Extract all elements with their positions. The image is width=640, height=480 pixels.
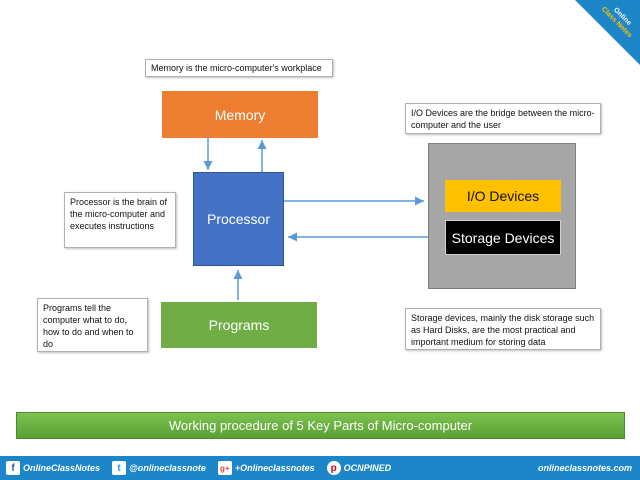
storage-devices-label: Storage Devices: [451, 229, 555, 246]
storage-devices-block: Storage Devices: [445, 220, 561, 255]
io-note: I/O Devices are the bridge between the m…: [405, 103, 601, 134]
devices-group: [428, 143, 576, 289]
programs-label: Programs: [208, 317, 270, 333]
memory-label: Memory: [214, 106, 266, 123]
twitter-icon: t: [112, 461, 127, 475]
footer-facebook[interactable]: f OnlineClassNotes: [6, 461, 100, 475]
footer-pinterest-label: OCNPINED: [343, 463, 392, 473]
footer-site-link[interactable]: onlineclassnotes.com: [537, 463, 632, 473]
pinterest-icon: p: [326, 461, 341, 475]
footer-googleplus-label: +Onlineclassnotes: [234, 463, 315, 473]
processor-note: Processor is the brain of the micro-comp…: [64, 192, 176, 248]
processor-label: Processor: [206, 211, 271, 227]
title-bar: Working procedure of 5 Key Parts of Micr…: [16, 412, 625, 439]
io-devices-label: I/O Devices: [466, 188, 540, 204]
programs-block: Programs: [161, 302, 317, 348]
storage-note: Storage devices, mainly the disk storage…: [405, 308, 601, 350]
footer-pinterest[interactable]: p OCNPINED: [326, 461, 392, 475]
googleplus-icon: g+: [217, 461, 232, 475]
footer-googleplus[interactable]: g+ +Onlineclassnotes: [217, 461, 315, 475]
footer-twitter[interactable]: t @onlineclassnote: [112, 461, 206, 475]
memory-note: Memory is the micro-computer's workplace: [145, 59, 333, 77]
footer-twitter-label: @onlineclassnote: [129, 463, 206, 473]
corner-logo: Online Class Notes: [575, 0, 640, 65]
processor-block: Processor: [193, 172, 284, 266]
footer-facebook-label: OnlineClassNotes: [23, 463, 101, 473]
io-devices-block: I/O Devices: [445, 180, 561, 212]
footer-bar: f OnlineClassNotes t @onlineclassnote g+…: [0, 456, 640, 480]
memory-block: Memory: [162, 91, 318, 138]
facebook-icon: f: [6, 461, 20, 475]
programs-note: Programs tell the computer what to do, h…: [37, 298, 148, 352]
diagram-title: Working procedure of 5 Key Parts of Micr…: [168, 418, 473, 433]
